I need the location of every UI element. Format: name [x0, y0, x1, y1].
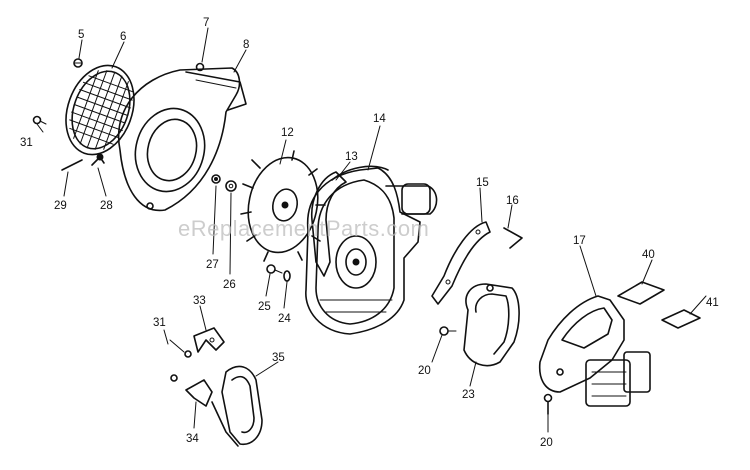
- callout-40: 40: [642, 249, 655, 261]
- callout-23: 23: [462, 389, 475, 401]
- callout-28: 28: [100, 200, 113, 212]
- callout-25: 25: [258, 301, 271, 313]
- washer-27: [211, 174, 221, 184]
- callout-12: 12: [281, 127, 294, 139]
- callout-14: 14: [373, 113, 386, 125]
- pin-29: [61, 159, 83, 171]
- callout-41: 41: [706, 297, 719, 309]
- callout-35: 35: [272, 352, 285, 364]
- bolt-20-bottom: [543, 393, 553, 415]
- screw-20-mid: [439, 326, 457, 336]
- engine-housing: [305, 165, 438, 335]
- fan-guard-grille: [65, 64, 135, 161]
- callout-27: 27: [206, 259, 219, 271]
- callout-26: 26: [223, 279, 236, 291]
- decal-41: [661, 309, 701, 329]
- callout-13: 13: [345, 151, 358, 163]
- fan-housing-cover: [117, 62, 247, 212]
- callout-29: 29: [54, 200, 67, 212]
- screw-31-bottom: [169, 339, 192, 358]
- gasket-strip-15: [431, 221, 491, 305]
- washer-26: [225, 180, 237, 192]
- muffler-assembly: [538, 295, 651, 407]
- impeller-fan: [240, 150, 326, 262]
- callout-6: 6: [120, 31, 126, 43]
- callout-20-bottom: 20: [540, 437, 553, 449]
- screw-25: [266, 264, 283, 274]
- clamp-16: [503, 227, 523, 249]
- clip-28: [91, 156, 105, 166]
- bracket-34: [170, 374, 213, 407]
- washer-24: [283, 270, 291, 282]
- watermark-text: eReplacementParts.com: [178, 216, 429, 241]
- callout-31-top: 31: [20, 137, 33, 149]
- callout-7: 7: [203, 17, 209, 29]
- callout-20-mid: 20: [418, 365, 431, 377]
- callout-16: 16: [506, 195, 519, 207]
- callout-33: 33: [193, 295, 206, 307]
- gasket-13: [311, 171, 347, 277]
- bracket-33: [193, 327, 225, 353]
- callout-8: 8: [243, 39, 249, 51]
- muffler-cover: [463, 283, 520, 367]
- screw-5: [73, 58, 83, 68]
- handle-grip-35: [211, 365, 263, 447]
- callout-15: 15: [476, 177, 489, 189]
- decal-40: [617, 281, 665, 305]
- leader-lines: [36, 27, 707, 433]
- callout-31-bottom: 31: [153, 317, 166, 329]
- part-callouts: 5 6 7 8 31 29 28 12 14 13 27 26 25 24 15…: [20, 17, 719, 449]
- screw-31-top: [32, 115, 47, 125]
- callout-17: 17: [573, 235, 586, 247]
- callout-24: 24: [278, 313, 291, 325]
- callout-5: 5: [78, 29, 84, 41]
- callout-34: 34: [186, 433, 199, 445]
